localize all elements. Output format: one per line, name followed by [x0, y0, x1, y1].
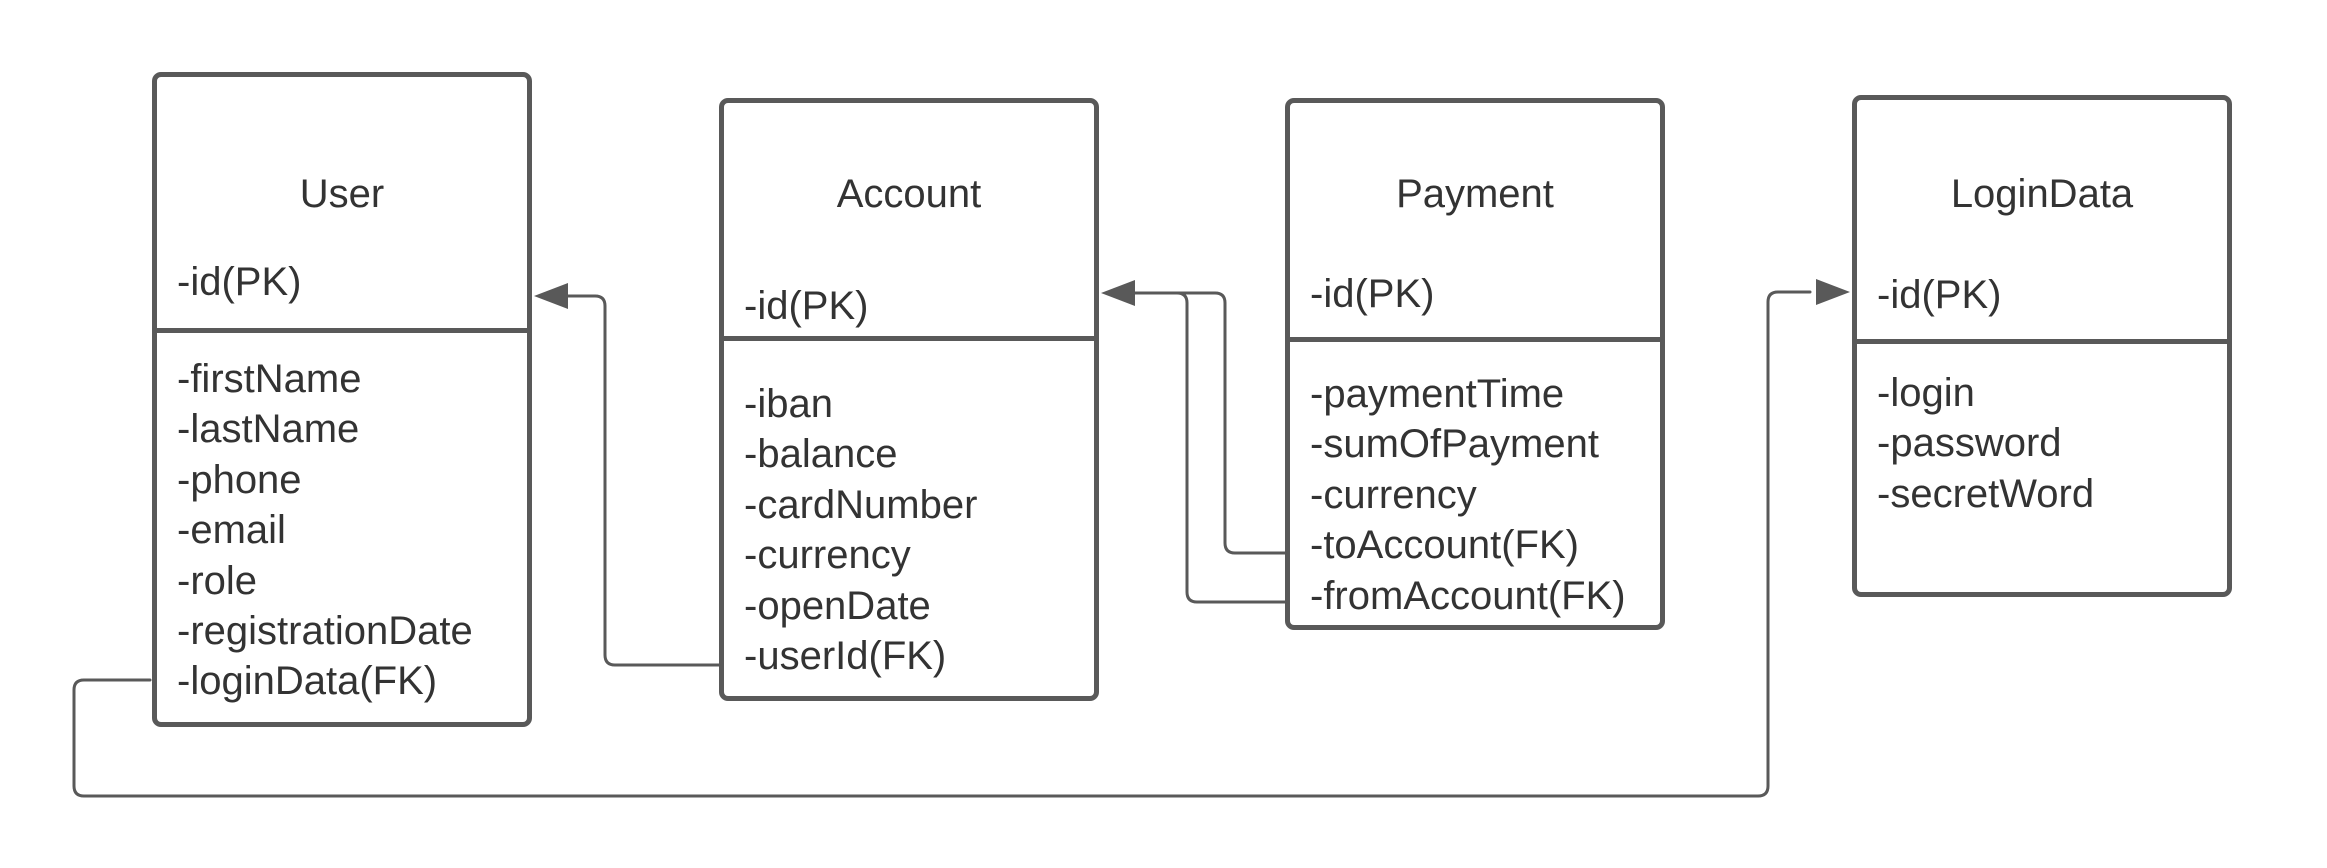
primary-key-field: -id(PK)	[744, 284, 869, 328]
attribute-currency: -currency	[744, 533, 911, 578]
attribute-iban: -iban	[744, 382, 833, 426]
attribute-first-name: -firstName	[177, 357, 362, 401]
attribute-role: -role	[177, 558, 258, 603]
attribute-balance: -balance	[744, 432, 898, 477]
entity-divider	[157, 328, 527, 333]
entity-user[interactable]: User -id(PK) -firstName -lastName -phone…	[152, 72, 532, 727]
attribute-password: -password	[1877, 421, 2062, 466]
entity-payment[interactable]: Payment -id(PK) -paymentTime -sumOfPayme…	[1285, 98, 1665, 630]
primary-key-field: -id(PK)	[1310, 272, 1435, 316]
attribute-user-id-fk: -userId(FK)	[744, 634, 947, 679]
attribute-sum-of-payment: -sumOfPayment	[1310, 422, 1599, 467]
attribute-card-number: -cardNumber	[744, 482, 978, 527]
entity-divider	[1857, 339, 2227, 344]
entity-title: LoginData	[1950, 172, 2134, 216]
attribute-email: -email	[177, 508, 286, 553]
connector-account-user	[560, 294, 721, 667]
attribute-last-name: -lastName	[177, 407, 360, 452]
entity-divider	[1290, 337, 1660, 342]
connector-payment-to-account	[1127, 291, 1287, 555]
attribute-payment-time: -paymentTime	[1310, 372, 1565, 416]
attribute-list: -login -password -secretWord	[1877, 368, 2227, 519]
attribute-to-account-fk: -toAccount(FK)	[1310, 523, 1579, 568]
attribute-list: -iban -balance -cardNumber -currency -op…	[744, 379, 1094, 681]
attribute-list: -paymentTime -sumOfPayment -currency -to…	[1310, 369, 1660, 621]
primary-key-field: -id(PK)	[177, 260, 302, 304]
connector-payment-from-account	[1127, 291, 1287, 604]
attribute-phone: -phone	[177, 457, 302, 502]
arrowhead-login-data	[1816, 279, 1850, 305]
attribute-currency: -currency	[1310, 472, 1477, 517]
attribute-registration-date: -registrationDate	[177, 609, 473, 654]
entity-account[interactable]: Account -id(PK) -iban -balance -cardNumb…	[719, 98, 1099, 701]
attribute-from-account-fk: -fromAccount(FK)	[1310, 573, 1626, 618]
entity-login-data[interactable]: LoginData -id(PK) -login -password -secr…	[1852, 95, 2232, 597]
attribute-open-date: -openDate	[744, 583, 931, 628]
entity-title: Payment	[1396, 172, 1554, 216]
attribute-list: -firstName -lastName -phone -email -role…	[177, 354, 527, 707]
arrowhead-user	[534, 283, 568, 309]
connector-user-login-data	[72, 290, 1812, 798]
entity-divider	[724, 336, 1094, 341]
arrowhead-account	[1101, 280, 1135, 306]
attribute-secret-word: -secretWord	[1877, 471, 2095, 516]
attribute-login-data-fk: -loginData(FK)	[177, 659, 438, 704]
entity-title: User	[299, 172, 385, 216]
attribute-login: -login	[1877, 371, 1975, 415]
primary-key-field: -id(PK)	[1877, 273, 2002, 317]
entity-title: Account	[836, 172, 982, 216]
